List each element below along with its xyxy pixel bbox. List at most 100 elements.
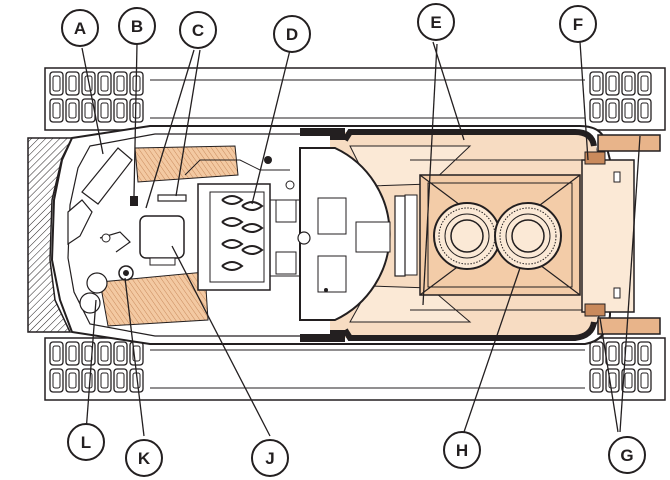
track-link-inner: [52, 372, 61, 389]
track-link: [637, 98, 652, 123]
track-link-inner: [68, 75, 77, 92]
track-link: [97, 341, 112, 366]
callout-b: B: [118, 7, 156, 45]
leader-J: [171, 245, 271, 437]
rear-compartment: [581, 159, 635, 313]
driver-seat-top: [86, 272, 108, 294]
callout-letter: G: [620, 446, 633, 465]
track-link-inner: [640, 372, 649, 389]
leader-D: [251, 49, 291, 205]
callout-letter: L: [81, 433, 91, 452]
turret-hatch-2: [317, 255, 347, 293]
track-link-inner: [592, 372, 601, 389]
track-link: [605, 71, 620, 96]
turret-hatch-3: [355, 221, 391, 253]
rear-tank-bottom: [597, 317, 661, 335]
track-link: [589, 98, 604, 123]
leader-lines: [81, 41, 641, 437]
callout-k: K: [125, 439, 163, 477]
track-link: [589, 368, 604, 393]
track-link: [637, 368, 652, 393]
track-link-inner: [100, 372, 109, 389]
callout-letter: F: [573, 15, 583, 34]
track-link-inner: [116, 372, 125, 389]
track-link: [605, 98, 620, 123]
track-bottom: [44, 337, 666, 401]
callout-circle: [417, 3, 455, 41]
track-link: [113, 368, 128, 393]
track-link-inner: [640, 345, 649, 362]
track-link-inner: [116, 75, 125, 92]
leader-C-2: [175, 49, 201, 197]
track-link-inner: [68, 102, 77, 119]
track-link-inner: [132, 102, 141, 119]
track-link: [49, 368, 64, 393]
track-link: [49, 341, 64, 366]
leader-G-2: [599, 317, 619, 433]
callout-circle: [118, 7, 156, 45]
callout-letter: H: [456, 441, 468, 460]
callout-circle: [179, 11, 217, 49]
track-link: [589, 71, 604, 96]
track-link-inner: [116, 345, 125, 362]
callout-circle: [559, 5, 597, 43]
track-link: [97, 98, 112, 123]
callout-l: L: [67, 423, 105, 461]
ammo-rack-top: [134, 145, 239, 183]
track-link-inner: [84, 102, 93, 119]
callout-e: E: [417, 3, 455, 41]
track-link: [97, 368, 112, 393]
callout-circle: [125, 439, 163, 477]
track-link-inner: [640, 75, 649, 92]
leader-G-1: [619, 135, 641, 433]
track-link: [113, 98, 128, 123]
leader-K: [124, 277, 145, 437]
track-link-inner: [100, 75, 109, 92]
track-link-inner: [52, 345, 61, 362]
track-link: [621, 98, 636, 123]
track-link-inner: [624, 372, 633, 389]
track-link-inner: [100, 345, 109, 362]
track-link: [49, 98, 64, 123]
callout-j: J: [251, 439, 289, 477]
leader-E-2: [422, 43, 438, 306]
callout-c: C: [179, 11, 217, 49]
turret-hatch-1: [317, 197, 347, 235]
machinery-block: [197, 183, 300, 291]
driver-periscope: [81, 147, 133, 205]
track-link: [129, 98, 144, 123]
track-link: [129, 341, 144, 366]
track-link: [65, 98, 80, 123]
callout-letter: J: [265, 449, 274, 468]
track-link-inner: [608, 345, 617, 362]
track-link: [621, 71, 636, 96]
callout-h: H: [443, 431, 481, 469]
engine-bay-bulkhead-top: [300, 128, 345, 140]
callout-letter: A: [74, 19, 86, 38]
leader-B: [133, 43, 138, 197]
leader-L: [85, 299, 97, 433]
track-link-inner: [52, 102, 61, 119]
driver-seat-bottom: [79, 292, 101, 314]
track-link-inner: [100, 102, 109, 119]
leader-A: [81, 47, 104, 155]
leader-E-1: [432, 41, 465, 141]
track-link: [49, 71, 64, 96]
callout-f: F: [559, 5, 597, 43]
track-link: [113, 341, 128, 366]
callout-circle: [273, 15, 311, 53]
track-link: [65, 341, 80, 366]
track-link: [113, 71, 128, 96]
callout-d: D: [273, 15, 311, 53]
track-link-inner: [608, 102, 617, 119]
track-link: [65, 71, 80, 96]
leader-H: [463, 267, 521, 433]
track-link-inner: [84, 372, 93, 389]
track-link-inner: [640, 102, 649, 119]
callout-circle: [61, 9, 99, 47]
callout-circle: [443, 431, 481, 469]
track-link-inner: [592, 75, 601, 92]
callout-circle: [67, 423, 105, 461]
track-link-inner: [592, 345, 601, 362]
track-link-inner: [624, 75, 633, 92]
